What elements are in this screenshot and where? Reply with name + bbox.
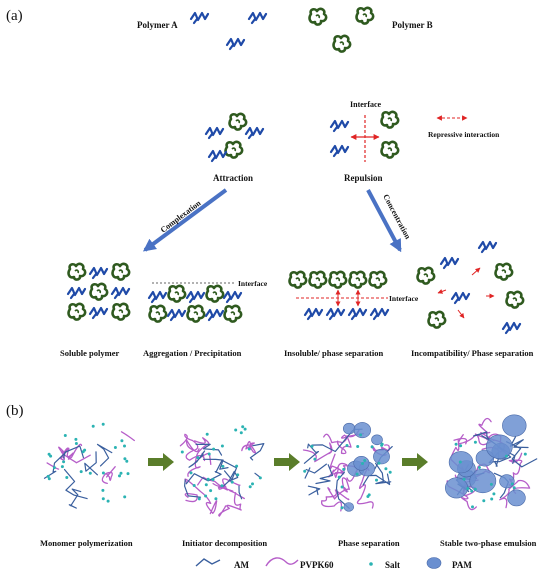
legend-salt-swatch [369, 562, 373, 566]
stage-illustrations [43, 414, 538, 517]
panel-b-label: (b) [6, 403, 24, 419]
stage-4-illustration [444, 414, 538, 511]
aggregation-cluster [147, 284, 243, 323]
legend-pvpk-label: PVPK60 [300, 560, 334, 570]
polymer-b-label: Polymer B [392, 20, 433, 30]
concentration-label: Concentration [381, 193, 412, 241]
legend-pam-swatch [426, 557, 442, 569]
repulsion-label: Repulsion [344, 173, 383, 183]
stage-3-caption: Phase separation [338, 538, 400, 548]
stage-1-caption: Monomer polymerization [40, 538, 133, 548]
stage-arrows [148, 453, 428, 471]
attraction-cluster [204, 112, 265, 163]
insoluble-caption: Insoluble/ phase separation [284, 348, 383, 358]
aggregation-caption: Aggregation / Precipitation [143, 348, 242, 358]
legend-pvpk-swatch [265, 557, 299, 567]
stage-1-illustration [43, 422, 135, 509]
incompatibility-caption: Incompatibility/ Phase separation [411, 348, 534, 358]
incompatibility-cluster [416, 240, 525, 335]
stage-3-illustration [302, 422, 393, 512]
soluble-polymer-grid [66, 262, 131, 321]
stage-2-caption: Initiator decomposition [182, 538, 267, 548]
polymer-a-illustration [189, 11, 268, 51]
insoluble-cluster [288, 270, 390, 321]
legend-salt-label: Salt [385, 560, 400, 570]
attraction-label: Attraction [213, 173, 253, 183]
repulsion-cluster [329, 110, 400, 162]
panel-a-label: (a) [6, 8, 23, 24]
legend: AM PVPK60 Salt PAM [195, 557, 472, 570]
stage-2-illustration [179, 425, 265, 517]
interface-top-label: Interface [350, 100, 382, 109]
stage-4-caption: Stable two-phase emulsion [440, 538, 537, 548]
interface-1-label: Interface [238, 279, 268, 288]
polymer-b-illustration [308, 6, 375, 53]
concentration-arrow [366, 189, 402, 253]
complexation-arrow [142, 188, 228, 252]
complexation-label: Complexation [159, 198, 203, 234]
soluble-polymer-caption: Soluble polymer [60, 348, 119, 358]
polymer-a-label: Polymer A [137, 20, 178, 30]
interface-2-label: Interface [389, 294, 419, 303]
repressive-label: Repressive interaction [428, 130, 500, 139]
legend-am-label: AM [234, 560, 249, 570]
legend-pam-label: PAM [452, 560, 472, 570]
legend-am-swatch [195, 558, 221, 567]
